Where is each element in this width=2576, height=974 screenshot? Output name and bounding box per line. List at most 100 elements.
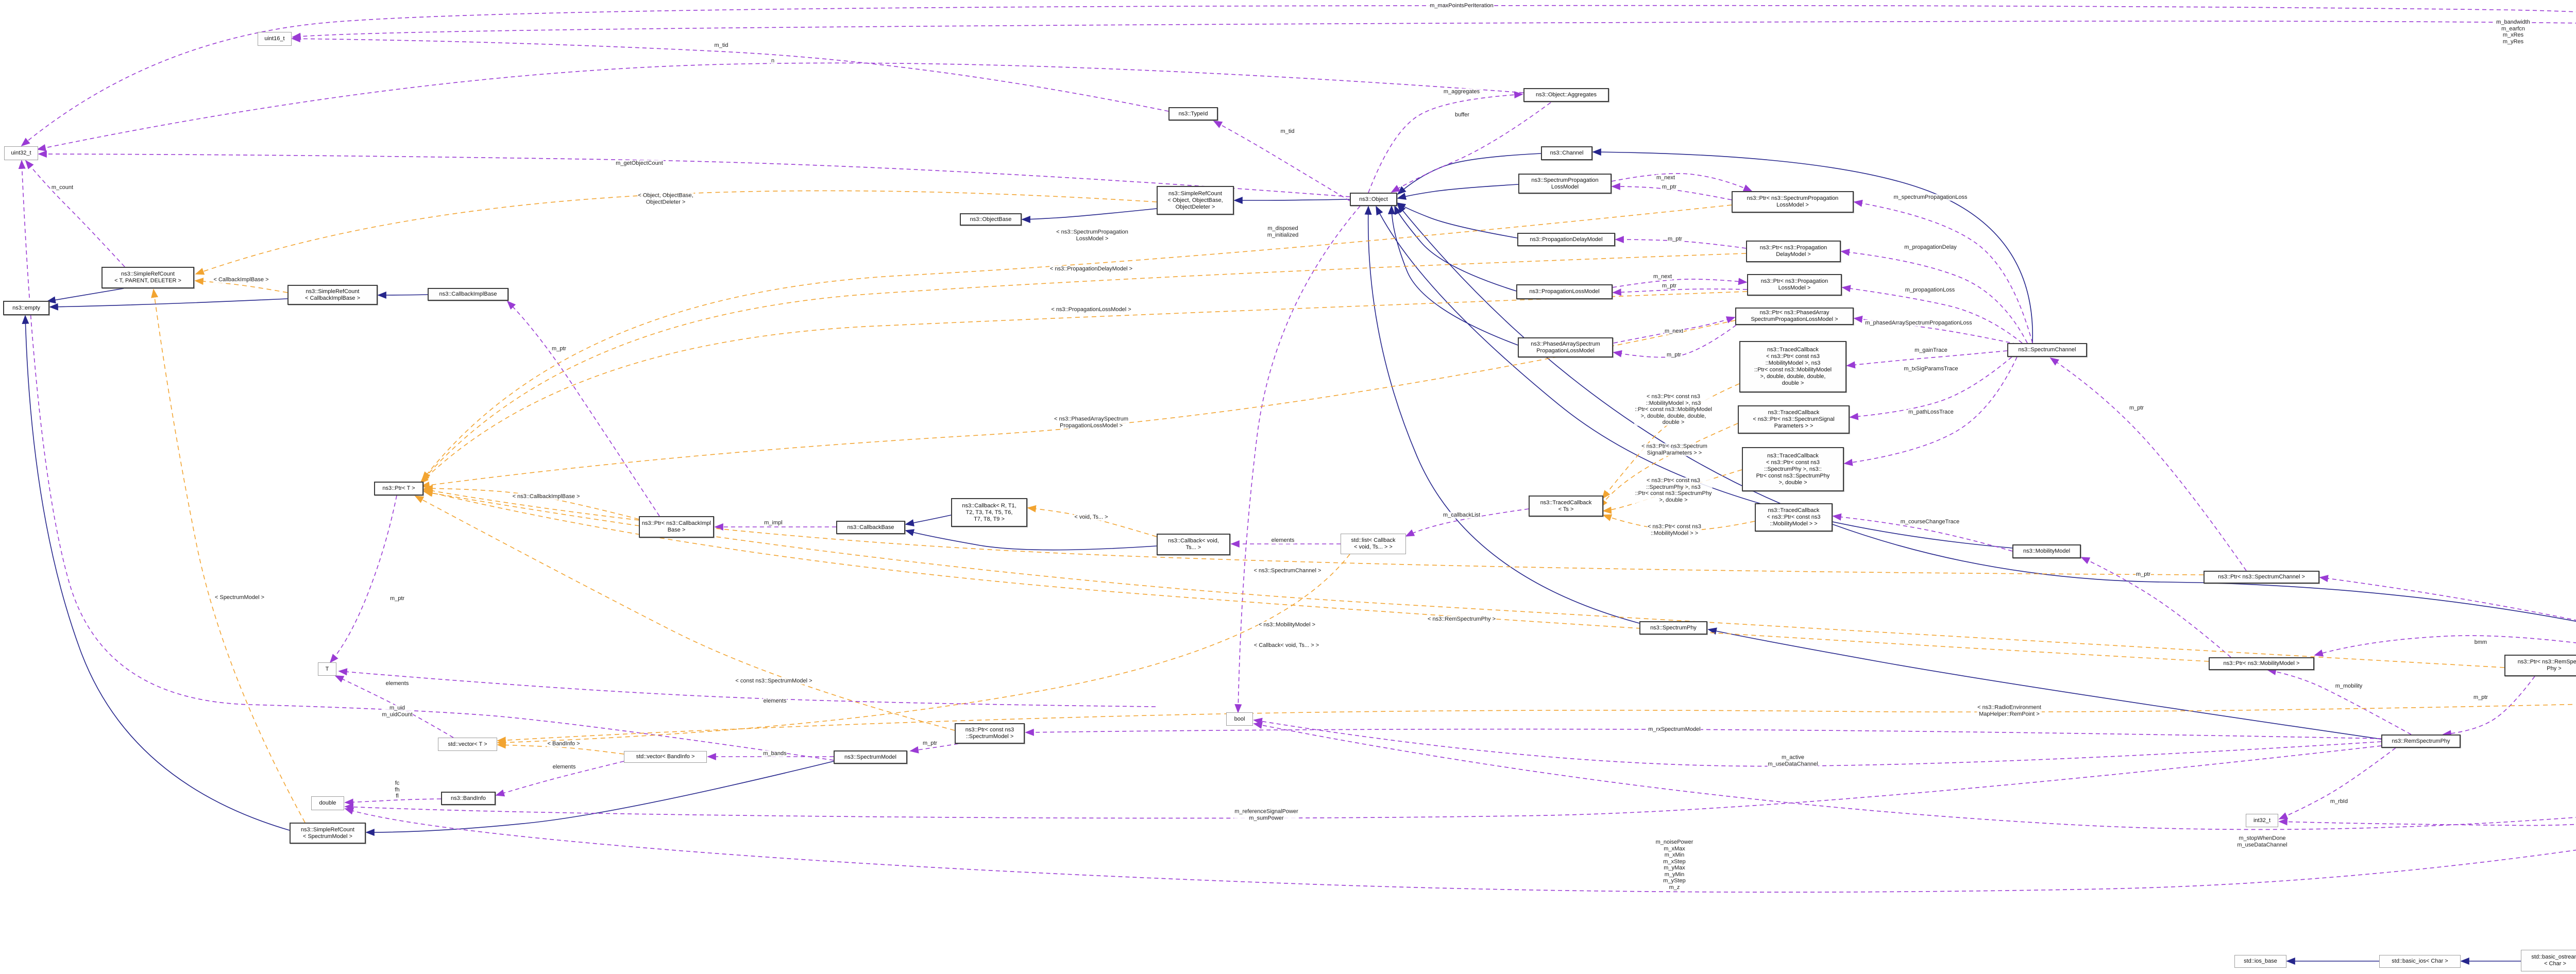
edge-ptr_pdm-to-pdm: [1615, 235, 1747, 249]
node-ptr_mm[interactable]: ns3::Ptr< ns3::MobilityModel >: [2209, 657, 2314, 670]
edge-src_obj-to-src_template: [195, 190, 1157, 275]
edge-aggregates-to-object: [1391, 102, 1551, 193]
edge-src_cib-to-src_template: [194, 278, 288, 293]
edge-ptr_mm-to-mobility: [2080, 557, 2231, 658]
edge-helper-to-u16: [292, 21, 2576, 40]
node-src_template[interactable]: ns3::SimpleRefCount < T, PARENT, DELETER…: [101, 267, 194, 288]
node-ptr_t[interactable]: ns3::Ptr< T >: [374, 482, 423, 495]
edge-helper-to-int32: [2278, 818, 2576, 826]
node-tc_pathloss[interactable]: ns3::TracedCallback < ns3::Ptr< const ns…: [1742, 447, 1844, 491]
node-typeid[interactable]: ns3::TypeId: [1168, 107, 1218, 121]
node-basic_ostream[interactable]: std::basic_ostream < Char >: [2521, 950, 2576, 971]
edge-src_cib-to-empty: [49, 298, 288, 311]
node-ptr_pdm[interactable]: ns3::Ptr< ns3::Propagation DelayModel >: [1746, 241, 1841, 262]
node-ptr_pasplm[interactable]: ns3::Ptr< ns3::PhasedArray SpectrumPropa…: [1735, 307, 1854, 325]
edge-helper-to-dbl: [344, 807, 2576, 893]
edge-spectrummodel-to-src_sm: [365, 761, 834, 836]
node-ptr_csm[interactable]: ns3::Ptr< const ns3 ::SpectrumModel >: [955, 723, 1025, 744]
node-spectrumphy[interactable]: ns3::SpectrumPhy: [1639, 621, 1707, 635]
node-u16[interactable]: uint16_t: [258, 32, 292, 46]
edge-aggregates-to-u32: [37, 62, 1524, 151]
edge-decor: [338, 668, 1156, 707]
edge-spectrumchannel-to-tc_gain: [1846, 350, 2008, 369]
node-ptr_plm[interactable]: ns3::Ptr< ns3::Propagation LossModel >: [1747, 274, 1842, 296]
node-callback_r[interactable]: ns3::Callback< R, T1, T2, T3, T4, T5, T6…: [951, 498, 1027, 527]
node-splm[interactable]: ns3::SpectrumPropagation LossModel: [1518, 174, 1612, 194]
edge-typeid-to-u16: [291, 35, 1169, 112]
node-tc_txsig[interactable]: ns3::TracedCallback < ns3::Ptr< ns3::Spe…: [1738, 405, 1850, 434]
node-dbl[interactable]: double: [311, 796, 344, 810]
edge-vector_t-to-t: [334, 675, 454, 738]
edge-spectrummodel-to-u32: [18, 160, 834, 761]
edge-remphy-to-ptr_mm: [2267, 668, 2412, 735]
node-channel[interactable]: ns3::Channel: [1541, 146, 1592, 160]
node-mobility[interactable]: ns3::MobilityModel: [2012, 544, 2081, 558]
edge-ptr_splm-to-splm: [1611, 182, 1732, 200]
edge-ptr_pasplm-to-pasplm: [1613, 324, 1737, 358]
edge-tc_txsig-to-tc_ts: [1599, 423, 1738, 508]
node-callback_void[interactable]: ns3::Callback< void, Ts... >: [1157, 534, 1230, 555]
node-objectbase[interactable]: ns3::ObjectBase: [960, 213, 1022, 226]
edge-callback_r-to-callbackbase: [905, 515, 952, 526]
node-ios_base[interactable]: std::ios_base: [2234, 955, 2286, 968]
edge-channel-to-object: [1397, 153, 1541, 195]
node-plm[interactable]: ns3::PropagationLossModel: [1516, 284, 1613, 299]
node-remphy[interactable]: ns3::RemSpectrumPhy: [2381, 734, 2461, 748]
node-bandinfo[interactable]: ns3::BandInfo: [441, 792, 496, 805]
node-tc_course[interactable]: ns3::TracedCallback < ns3::Ptr< const ns…: [1755, 503, 1833, 532]
node-ptr_sc[interactable]: ns3::Ptr< ns3::SpectrumChannel >: [2204, 571, 2319, 584]
edge-tc_gain-to-tc_ts: [1601, 383, 1740, 500]
edge-src_obj-to-objectbase: [1021, 208, 1157, 224]
edge-callback_void-to-callbackbase: [905, 529, 1157, 551]
node-src_sm[interactable]: ns3::SimpleRefCount < SpectrumModel >: [290, 823, 366, 844]
edge-ptr_splm-to-ptr_t: [421, 204, 1732, 481]
node-empty[interactable]: ns3::empty: [3, 301, 49, 315]
edge-remphy-to-ptr_csm: [1025, 728, 2382, 739]
edge-src_sm-to-empty: [22, 315, 290, 831]
node-aggregates[interactable]: ns3::Object::Aggregates: [1523, 88, 1609, 102]
node-vector_t[interactable]: std::vector< T >: [438, 738, 497, 751]
node-callbackbase[interactable]: ns3::CallbackBase: [836, 521, 905, 534]
edge-tc_ts-to-list_callback: [1405, 508, 1529, 537]
edge-src_template-to-u32: [25, 160, 125, 267]
node-vector_bandinfo[interactable]: std::vector< BandInfo >: [624, 751, 707, 763]
node-int32[interactable]: int32_t: [2246, 814, 2278, 827]
edge-src_template-to-empty: [46, 288, 124, 304]
node-t[interactable]: T: [318, 662, 336, 676]
edge-spectrumchannel-to-channel: [1592, 148, 2033, 344]
node-ptr_cib[interactable]: ns3::Ptr< ns3::CallbackImpl Base >: [639, 516, 714, 538]
edge-ptr_t-to-t: [329, 495, 397, 663]
node-cib[interactable]: ns3::CallbackImplBase: [428, 288, 509, 301]
node-basic_ios[interactable]: std::basic_ios< Char >: [2379, 955, 2461, 968]
edge-spectrumchannel-to-ptr_splm: [1853, 199, 2033, 344]
edge-helper-to-u32: [21, 5, 2576, 147]
edge-remphy-to-boolean: [1253, 717, 2382, 767]
node-boolean[interactable]: bool: [1226, 712, 1253, 726]
edge-mobility-to-tc_course: [1832, 513, 2013, 552]
node-ptr_splm[interactable]: ns3::Ptr< ns3::SpectrumPropagation LossM…: [1732, 191, 1854, 213]
edge-rempoint-to-ptr_mm: [2314, 635, 2576, 657]
node-ptr_remphy[interactable]: ns3::Ptr< ns3::RemSpectrum Phy >: [2504, 655, 2576, 676]
node-src_obj[interactable]: ns3::SimpleRefCount < Object, ObjectBase…: [1157, 186, 1234, 215]
node-spectrumchannel[interactable]: ns3::SpectrumChannel: [2007, 343, 2087, 357]
edge-bandinfo-to-dbl: [344, 798, 442, 806]
node-u32[interactable]: uint32_t: [4, 146, 38, 160]
edge-object-to-boolean: [1234, 206, 1361, 713]
edge-spectrumchannel-to-ptr_pdm: [1840, 248, 2028, 344]
edge-vector_bandinfo-to-bandinfo: [495, 761, 624, 797]
node-spectrummodel[interactable]: ns3::SpectrumModel: [834, 750, 907, 764]
node-list_callback[interactable]: std::list< Callback < void, Ts... > >: [1341, 534, 1406, 554]
edge-src_sm-to-src_template: [151, 288, 306, 823]
node-src_cib[interactable]: ns3::SimpleRefCount < CallbackImplBase >: [287, 285, 378, 305]
edge-list_rempoint-to-vector_t: [497, 704, 2576, 744]
edge-mobility-to-object: [1376, 206, 2013, 549]
edge-helper-to-object: [1397, 203, 2576, 622]
node-tc_gain[interactable]: ns3::TracedCallback < ns3::Ptr< const ns…: [1739, 341, 1846, 392]
node-tc_ts[interactable]: ns3::TracedCallback < Ts >: [1529, 495, 1603, 517]
node-pasplm[interactable]: ns3::PhasedArraySpectrum PropagationLoss…: [1518, 337, 1613, 357]
edge-pasplm-to-ptr_pasplm: [1613, 316, 1736, 344]
node-object[interactable]: ns3::Object: [1350, 193, 1397, 206]
edge-object-to-aggregates: [1368, 91, 1523, 193]
node-pdm[interactable]: ns3::PropagationDelayModel: [1517, 233, 1615, 246]
